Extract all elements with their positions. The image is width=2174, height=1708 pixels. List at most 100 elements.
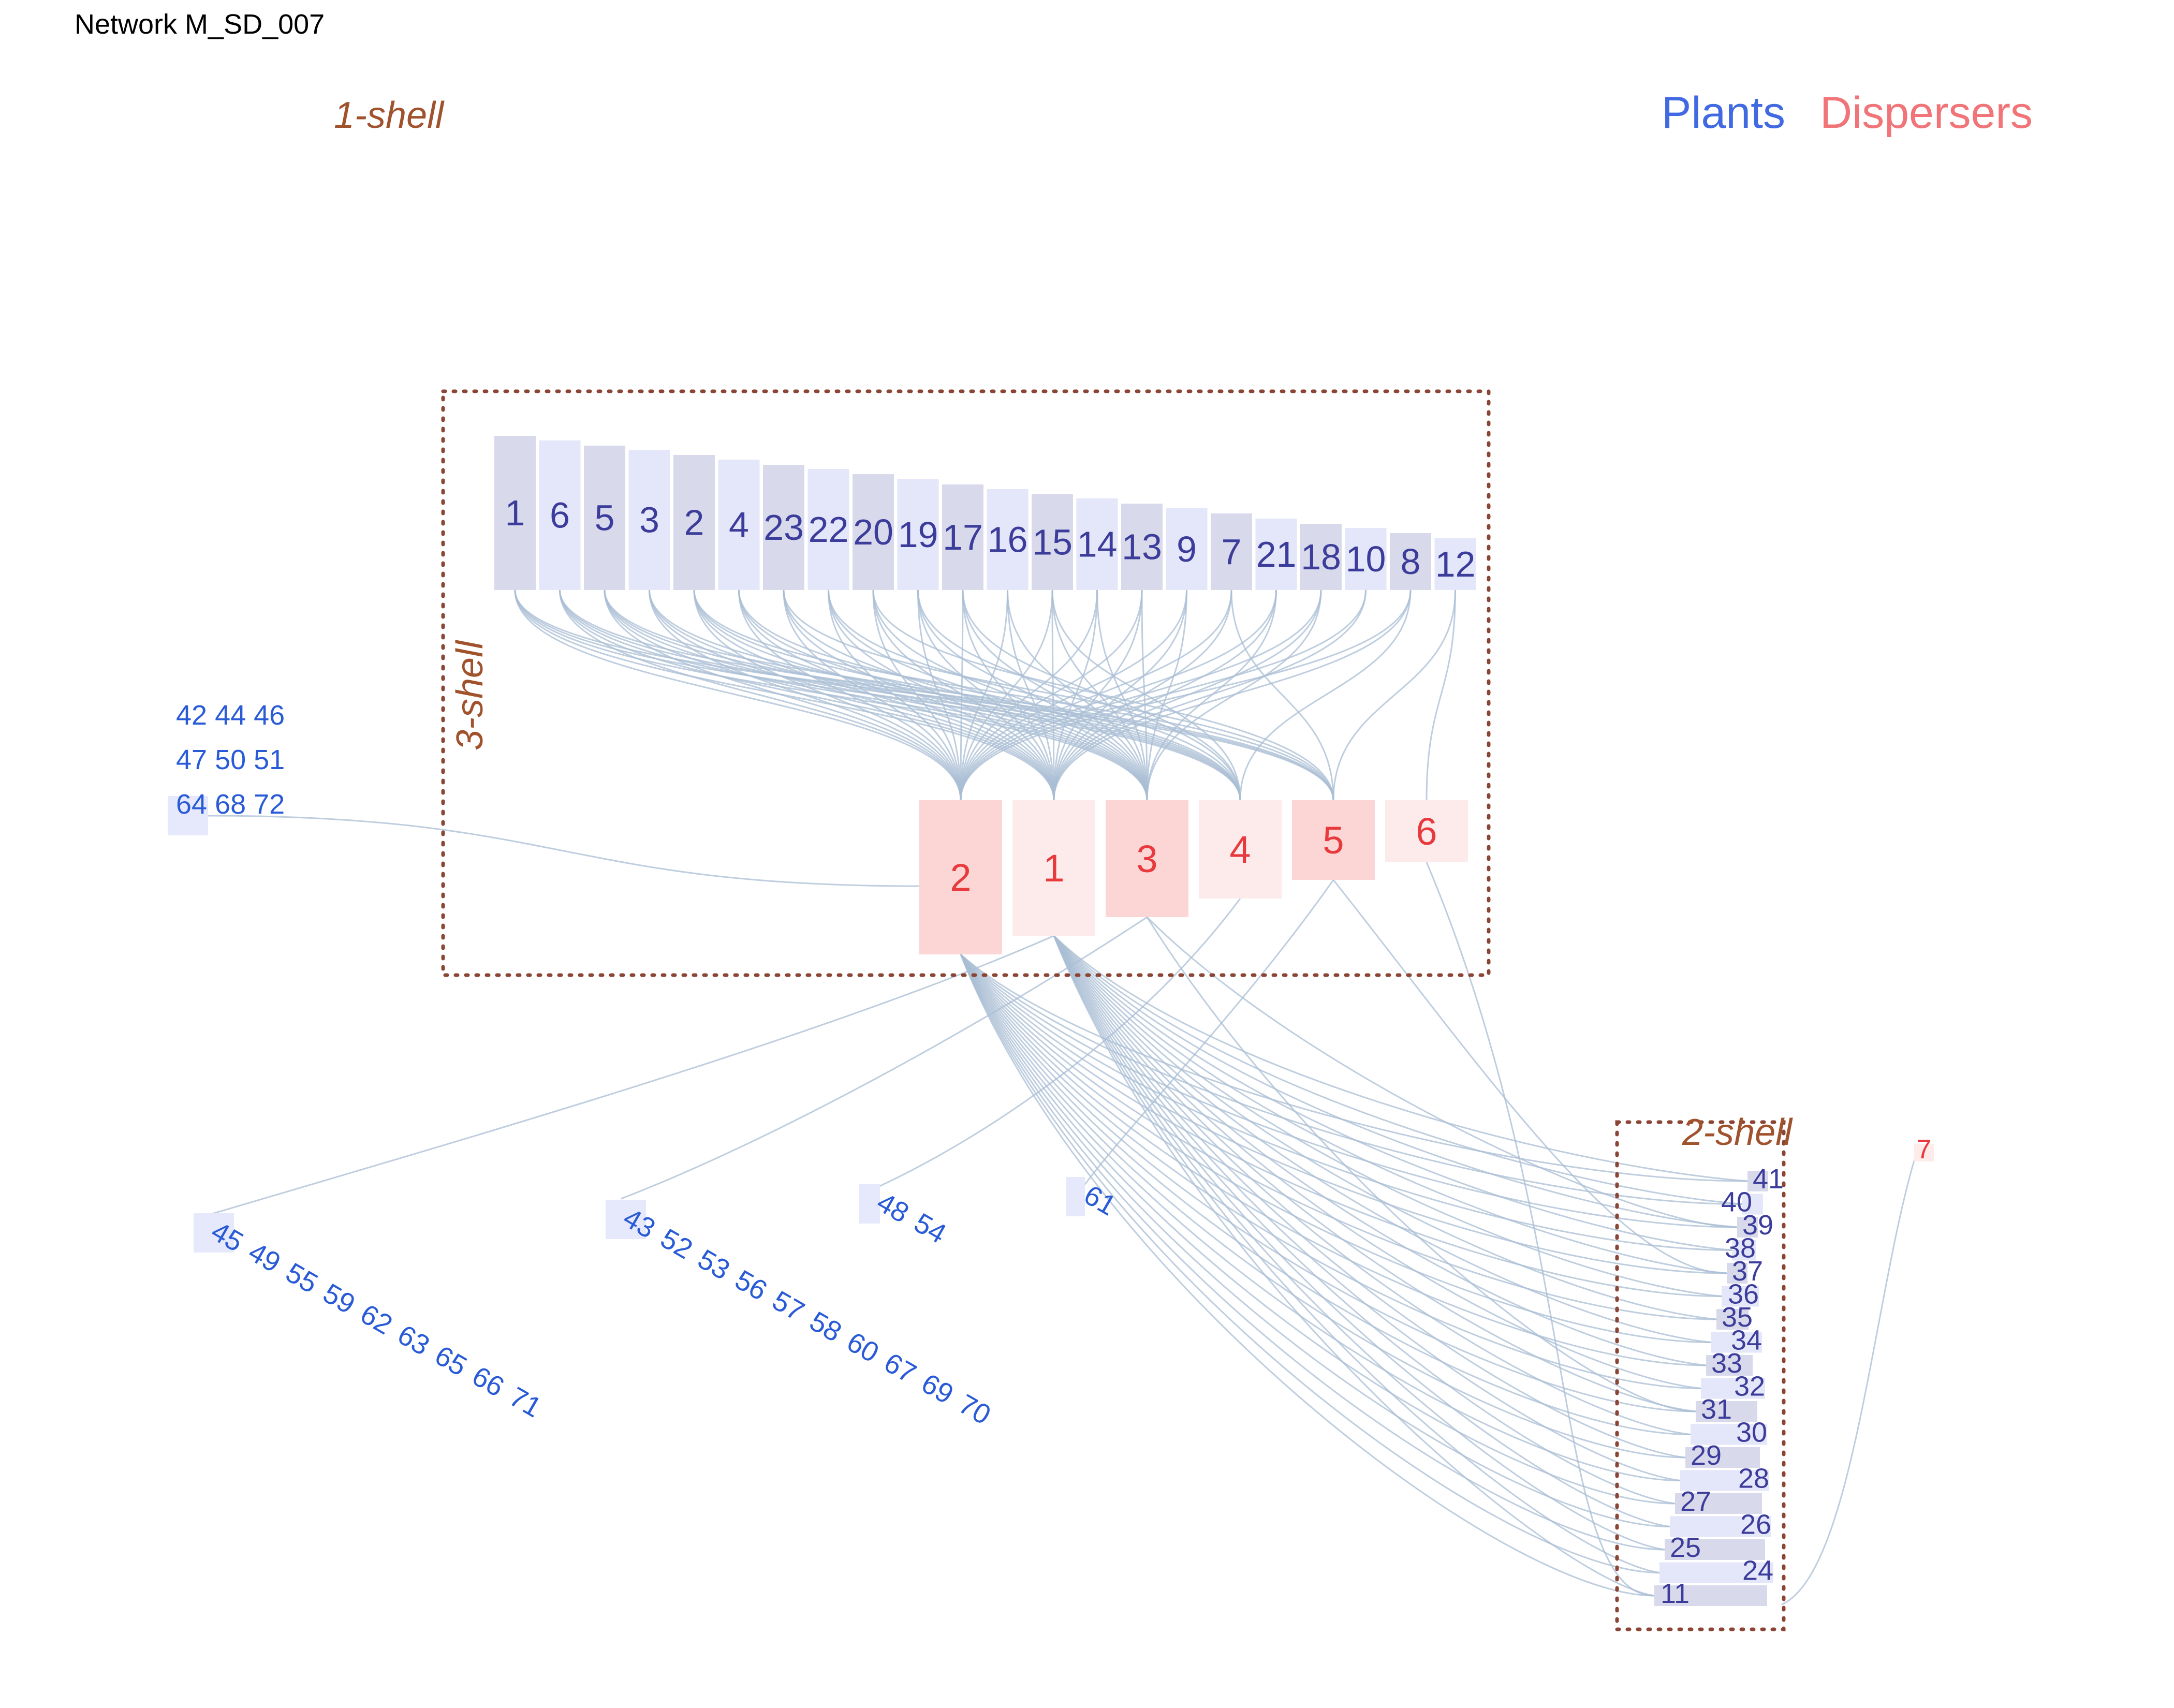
plant-node-label: 9 bbox=[1177, 529, 1197, 569]
one-shell-group-a-marker bbox=[194, 1213, 234, 1253]
plant-node-4 bbox=[718, 460, 760, 590]
disperser-node-label: 3 bbox=[1136, 837, 1157, 880]
edge-disp-1-shell2-35 bbox=[1053, 935, 1717, 1320]
two-shell-plant-label: 27 bbox=[1680, 1486, 1711, 1517]
edge-disp-3-group-b bbox=[621, 916, 1148, 1200]
two-shell-plant-label: 24 bbox=[1742, 1555, 1773, 1586]
one-shell-group-left-row: 47 50 51 bbox=[176, 744, 285, 775]
two-shell-plant-label: 32 bbox=[1734, 1371, 1765, 1402]
edge-plant-2-disp-2 bbox=[693, 590, 962, 801]
edge-plant-4-disp-1 bbox=[738, 590, 1055, 801]
edge-disp-1-shell2-40 bbox=[1053, 935, 1743, 1205]
plant-node-label: 8 bbox=[1401, 541, 1421, 582]
plant-node-7 bbox=[1211, 513, 1252, 590]
plant-node-label: 6 bbox=[550, 495, 570, 536]
two-shell-label: 2-shell bbox=[1682, 1112, 1793, 1153]
edge-disp-shell2-31 bbox=[1146, 917, 1696, 1412]
plant-node-label: 17 bbox=[943, 517, 983, 557]
edge-plant-17-disp-2 bbox=[960, 590, 964, 801]
edge-disp-2-shell2-36 bbox=[960, 954, 1722, 1297]
edge-disp-2-shell2-32 bbox=[960, 954, 1701, 1389]
edge-plant-16-disp-1 bbox=[1007, 590, 1055, 801]
edge-plant-15-disp-4 bbox=[1051, 590, 1241, 801]
edge-plant-18-disp-2 bbox=[960, 590, 1322, 801]
edge-plant-23-disp-1 bbox=[783, 590, 1055, 801]
edge-disp-shell2-37 bbox=[1332, 879, 1727, 1274]
edge-disp-1-group-a bbox=[207, 935, 1054, 1216]
one-shell-group-b-label: 56 bbox=[730, 1264, 772, 1306]
one-shell-group-a-label: 59 bbox=[318, 1277, 360, 1320]
edge-disp-1-shell2-11 bbox=[1053, 935, 1655, 1597]
two-shell-plant-node-25 bbox=[1665, 1539, 1765, 1560]
one-shell-group-left-row: 42 44 46 bbox=[176, 700, 285, 731]
edge-disp-1-shell2-24 bbox=[1053, 935, 1660, 1573]
two-shell-boundary bbox=[1615, 1120, 1786, 1631]
two-shell-plant-node-26 bbox=[1670, 1516, 1771, 1537]
edge-disp-2-shell2-37 bbox=[960, 954, 1727, 1274]
plant-node-label: 7 bbox=[1222, 532, 1242, 572]
one-shell-group-b-label: 70 bbox=[953, 1388, 996, 1431]
plant-node-label: 1 bbox=[505, 493, 525, 533]
plant-node-22 bbox=[807, 469, 849, 590]
one-shell-group-b-marker bbox=[606, 1200, 646, 1239]
edge-plant-2-disp-5 bbox=[693, 590, 1334, 801]
edge-disp-1-shell2-39 bbox=[1053, 935, 1738, 1228]
edge-plant-14-disp-2 bbox=[960, 590, 1098, 801]
two-shell-plant-label: 26 bbox=[1740, 1509, 1771, 1540]
edge-disp-1-shell2-32 bbox=[1053, 935, 1701, 1389]
edge-plant-8-disp-4 bbox=[1239, 590, 1412, 801]
disperser-node-label: 5 bbox=[1323, 819, 1344, 862]
plant-node-3 bbox=[628, 450, 670, 590]
disperser-node-5 bbox=[1292, 800, 1375, 880]
two-shell-plant-label: 28 bbox=[1738, 1463, 1769, 1494]
plant-node-label: 12 bbox=[1435, 544, 1476, 584]
plant-node-label: 20 bbox=[853, 512, 893, 552]
one-shell-group-a-label: 63 bbox=[392, 1319, 435, 1361]
two-shell-plant-label: 31 bbox=[1701, 1394, 1732, 1425]
edge-group-left-disp-2 bbox=[208, 815, 920, 887]
edge-disp-1-shell2-28 bbox=[1053, 935, 1681, 1481]
disperser-node-1 bbox=[1012, 800, 1095, 936]
edge-disp-1-shell2-29 bbox=[1053, 935, 1686, 1459]
plant-node-label: 5 bbox=[595, 498, 615, 538]
legend-plants: Plants bbox=[1662, 88, 1785, 138]
one-shell-group-a-label: 55 bbox=[281, 1257, 323, 1299]
edge-plant-14-disp-3 bbox=[1096, 590, 1148, 801]
edge-plant-6-disp-2 bbox=[559, 590, 962, 801]
edge-plant-13-disp-3 bbox=[1141, 590, 1148, 801]
three-shell-boundary bbox=[441, 389, 1491, 977]
plant-node-label: 4 bbox=[729, 505, 749, 545]
plant-node-label: 10 bbox=[1346, 539, 1386, 579]
disperser-node-label: 2 bbox=[950, 856, 971, 899]
two-shell-plant-node-38 bbox=[1732, 1240, 1756, 1261]
edge-plant-20-disp-2 bbox=[872, 590, 962, 801]
two-shell-plant-label: 37 bbox=[1732, 1256, 1763, 1287]
two-shell-plant-node-32 bbox=[1701, 1378, 1765, 1399]
plant-node-10 bbox=[1345, 528, 1387, 590]
edge-disp-2-shell2-39 bbox=[960, 953, 1738, 1228]
plant-node-9 bbox=[1166, 508, 1208, 590]
edge-plant-5-disp-2 bbox=[604, 590, 962, 801]
edge-plant-23-disp-3 bbox=[783, 590, 1148, 801]
one-shell-group-b-label: 67 bbox=[879, 1347, 921, 1389]
edge-plant-10-disp-1 bbox=[1053, 590, 1367, 801]
edge-disp-2-shell2-25 bbox=[960, 954, 1665, 1551]
one-shell-group-a-label: 71 bbox=[504, 1381, 547, 1423]
one-shell-group-c-label: 54 bbox=[909, 1207, 951, 1249]
edge-plant-21-disp-2 bbox=[960, 590, 1277, 801]
one-shell-group-b-label: 58 bbox=[804, 1305, 847, 1348]
one-shell-group-left: 42 44 46 47 50 51 64 68 72 bbox=[168, 700, 285, 835]
edge-disp-1-shell2-30 bbox=[1053, 935, 1691, 1435]
edge-plant-15-disp-1 bbox=[1051, 590, 1055, 801]
edge-disp-2-shell2-30 bbox=[960, 954, 1691, 1435]
edge-plant-19-disp-4 bbox=[917, 590, 1241, 801]
one-shell-group-b-label: 53 bbox=[693, 1243, 735, 1286]
edge-disp-1-shell2-33 bbox=[1053, 935, 1707, 1366]
edge-plant-9-disp-2 bbox=[960, 590, 1187, 801]
plant-node-label: 16 bbox=[988, 520, 1028, 560]
disperser-node-3 bbox=[1106, 800, 1188, 917]
plant-node-label: 13 bbox=[1122, 527, 1162, 567]
edge-plant-7-disp-2 bbox=[960, 590, 1232, 801]
two-shell-plant-node-28 bbox=[1680, 1470, 1769, 1491]
